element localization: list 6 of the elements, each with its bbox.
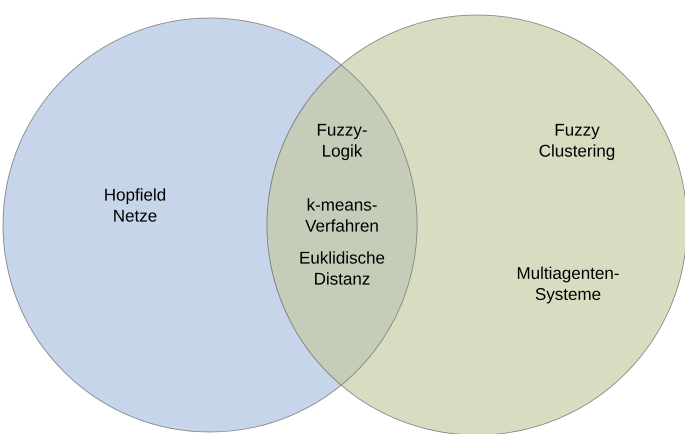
circle-label: Fuzzy-Logik [318,124,367,160]
circle-label: k-means-Verfahren [305,198,378,232]
circle-label: Hopfield Netze [105,188,166,222]
circle-label: Multiagenten-Systeme [518,266,619,304]
circle-label: Euklidische Distanz [300,251,384,285]
circle-label: Fuzzy Clustering [540,124,614,160]
